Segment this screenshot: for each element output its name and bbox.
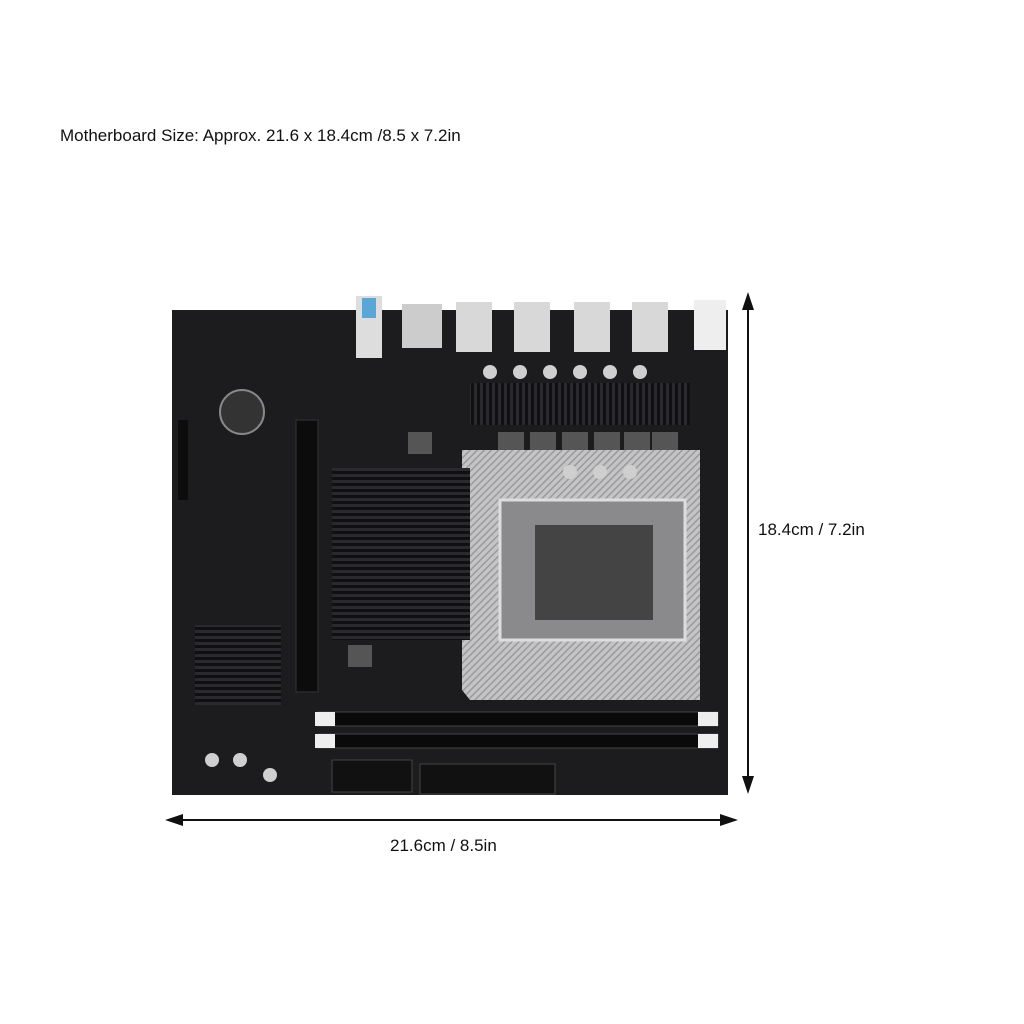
pcie-slot — [295, 419, 319, 693]
atx-power-connector — [419, 763, 556, 795]
ram-slots — [315, 711, 719, 749]
size-caption: Motherboard Size: Approx. 21.6 x 18.4cm … — [60, 126, 461, 145]
height-label: 18.4cm / 7.2in — [758, 520, 865, 539]
cmos-battery — [219, 389, 265, 435]
vrm-heatsink — [470, 383, 690, 425]
rear-io-ports — [356, 296, 726, 358]
pcie-x1-slot — [178, 420, 188, 500]
southbridge-heatsink — [195, 625, 281, 705]
chipset-heatsink — [332, 468, 470, 640]
chokes — [348, 432, 678, 667]
width-dimension-arrow — [165, 814, 738, 826]
height-dimension-arrow — [742, 292, 754, 794]
capacitors — [205, 365, 647, 782]
width-label: 21.6cm / 8.5in — [390, 836, 497, 855]
sata-ports — [331, 759, 413, 793]
